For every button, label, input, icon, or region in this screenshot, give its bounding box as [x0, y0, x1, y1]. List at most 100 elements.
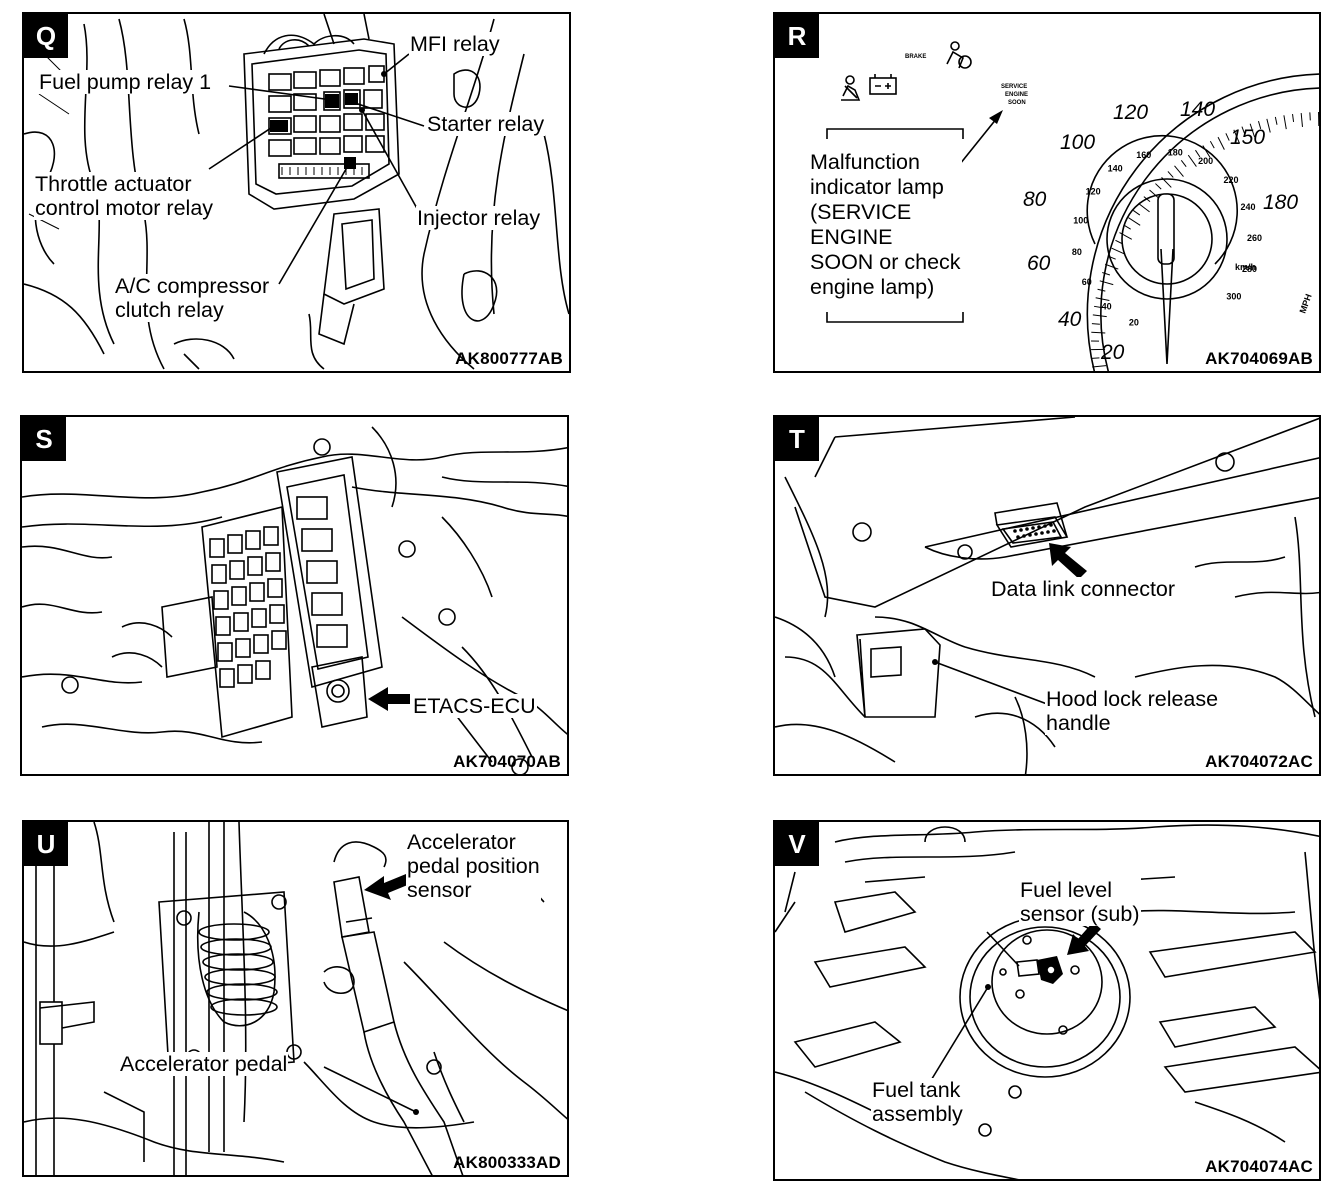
- panel-v-code: AK704074AC: [1205, 1157, 1313, 1176]
- battery-warning-icon: [869, 74, 897, 95]
- speedo-tick: [1128, 217, 1141, 226]
- panel-s-letter: S: [22, 417, 66, 461]
- speedo-inner-label: 240: [1241, 202, 1256, 212]
- speedo-inner-label: 20: [1129, 318, 1139, 328]
- label-mfi-relay: MFI relay: [409, 32, 501, 56]
- speedo-inner-label: 60: [1082, 277, 1092, 287]
- speedo-inner-label: 280: [1242, 264, 1257, 274]
- label-ac-compressor-clutch-relay: A/C compressor clutch relay: [114, 274, 271, 322]
- speedo-outer-label: 80: [1023, 188, 1047, 211]
- svg-text:SOON: SOON: [1008, 100, 1026, 106]
- svg-text:SERVICE: SERVICE: [1001, 84, 1027, 90]
- panel-u: U Accelerator pedal position sensor Acce…: [22, 820, 569, 1177]
- label-accelerator-pedal: Accelerator pedal: [119, 1052, 289, 1076]
- panel-q-illustration: [24, 14, 569, 370]
- speedo-tick: [1095, 297, 1110, 302]
- panel-u-letter: U: [24, 822, 68, 866]
- label-etacs-ecu: ETACS-ECU: [412, 694, 537, 718]
- panel-s-code: AK704070AB: [453, 752, 561, 771]
- speedo-tick: [1292, 113, 1295, 123]
- panel-t: T Data link connector Hood lock release …: [773, 415, 1321, 776]
- speedo-tick: [1092, 365, 1107, 368]
- panel-r-letter: R: [775, 14, 819, 58]
- speedo-tick: [1209, 140, 1215, 149]
- speedo-tick: [1092, 314, 1107, 318]
- label-malfunction-indicator-lamp: Malfunction indicator lamp (SERVICE ENGI…: [809, 150, 962, 300]
- speedo-tick: [1233, 129, 1240, 143]
- svg-text:ENGINE: ENGINE: [1005, 92, 1028, 98]
- panel-q-code: AK800777AB: [455, 349, 563, 368]
- panel-v-letter: V: [775, 822, 819, 866]
- speedo-tick: [1195, 149, 1201, 158]
- speedo-tick: [1102, 272, 1111, 276]
- speedo-outer-label: 20: [1100, 341, 1125, 364]
- speedo-inner-label: 160: [1136, 150, 1151, 160]
- speedo-outer-label: 60: [1027, 252, 1051, 275]
- speedo-outer-label: 140: [1180, 98, 1215, 121]
- panel-t-code: AK704072AC: [1205, 752, 1313, 771]
- speedo-tick: [1187, 154, 1197, 167]
- panel-v-illustration: [775, 824, 1319, 1179]
- speedo-tick: [1133, 210, 1141, 216]
- service-engine-soon-icon: SERVICE ENGINE SOON: [1001, 84, 1028, 106]
- speedo-tick: [1155, 183, 1162, 190]
- panel-u-code: AK800333AD: [453, 1153, 561, 1172]
- speedo-inner-label: 140: [1108, 164, 1123, 174]
- speedo-tick: [1094, 305, 1103, 309]
- speedo-tick: [1138, 203, 1150, 213]
- unit-kmh: km/h: [1235, 262, 1256, 272]
- airbag-warning-icon: [946, 41, 972, 69]
- speedo-inner-label: 40: [1102, 302, 1112, 312]
- speedo-tick: [1167, 171, 1174, 178]
- speedo-outer-label: 120: [1113, 101, 1148, 124]
- speedo-tick: [1111, 247, 1125, 255]
- panel-t-illustration: [775, 417, 1319, 774]
- label-throttle-actuator-control-motor-relay: Throttle actuator control motor relay: [34, 172, 215, 220]
- speedo-inner-label: 120: [1086, 186, 1101, 196]
- panel-s: S ETACS-ECU AK704070AB: [20, 415, 569, 776]
- label-accelerator-pedal-position-sensor: Accelerator pedal position sensor: [406, 830, 541, 902]
- speedo-tick: [1249, 123, 1256, 138]
- speedo-tick: [1104, 263, 1119, 270]
- speedo-inner-label: 80: [1072, 247, 1082, 257]
- speedo-outer-label: 100: [1060, 131, 1095, 154]
- speedo-inner-label: 300: [1226, 292, 1241, 302]
- speedo-tick: [1123, 224, 1131, 230]
- speedo-outer-label: 180: [1263, 191, 1298, 214]
- speedo-tick: [1180, 160, 1187, 167]
- label-starter-relay: Starter relay: [426, 112, 546, 136]
- speedo-tick: [1300, 112, 1303, 128]
- seatbelt-warning-icon: [841, 75, 861, 101]
- panel-v: V Fuel level sensor (sub) Fuel tank asse…: [773, 820, 1321, 1181]
- speedo-tick: [1091, 331, 1106, 334]
- label-fuel-tank-assembly: Fuel tank assembly: [871, 1078, 964, 1126]
- label-fuel-pump-relay-1: Fuel pump relay 1: [38, 70, 213, 94]
- label-hood-lock-release-handle: Hood lock release handle: [1045, 687, 1220, 735]
- panel-t-letter: T: [775, 417, 819, 461]
- panel-s-illustration: [22, 426, 567, 774]
- speedo-tick: [1174, 165, 1184, 177]
- speedo-inner-label: 100: [1073, 215, 1088, 225]
- speedo-outer-label: 40: [1058, 308, 1082, 331]
- speedo-tick: [1217, 136, 1225, 150]
- speedo-inner-label: 180: [1168, 147, 1183, 157]
- label-data-link-connector: Data link connector: [990, 577, 1177, 601]
- speedo-tick: [1097, 288, 1106, 292]
- speedo-inner-label: 260: [1247, 233, 1262, 243]
- speedo-tick: [1283, 115, 1287, 130]
- speedo-tick: [1266, 118, 1271, 133]
- label-injector-relay: Injector relay: [416, 206, 542, 230]
- brake-warning-text: BRAKE: [905, 54, 926, 60]
- speedo-inner-label: 200: [1198, 156, 1213, 166]
- panel-r-code: AK704069AB: [1205, 349, 1313, 368]
- speedo-tick: [1225, 133, 1230, 141]
- speedo-tick: [1099, 280, 1114, 286]
- label-fuel-level-sensor-sub: Fuel level sensor (sub): [1019, 878, 1141, 926]
- speedo-tick: [1091, 323, 1100, 325]
- panel-q-letter: Q: [24, 14, 68, 58]
- speedo-tick: [1257, 121, 1262, 129]
- panel-u-illustration: [24, 822, 567, 1175]
- speedo-tick: [1274, 116, 1278, 125]
